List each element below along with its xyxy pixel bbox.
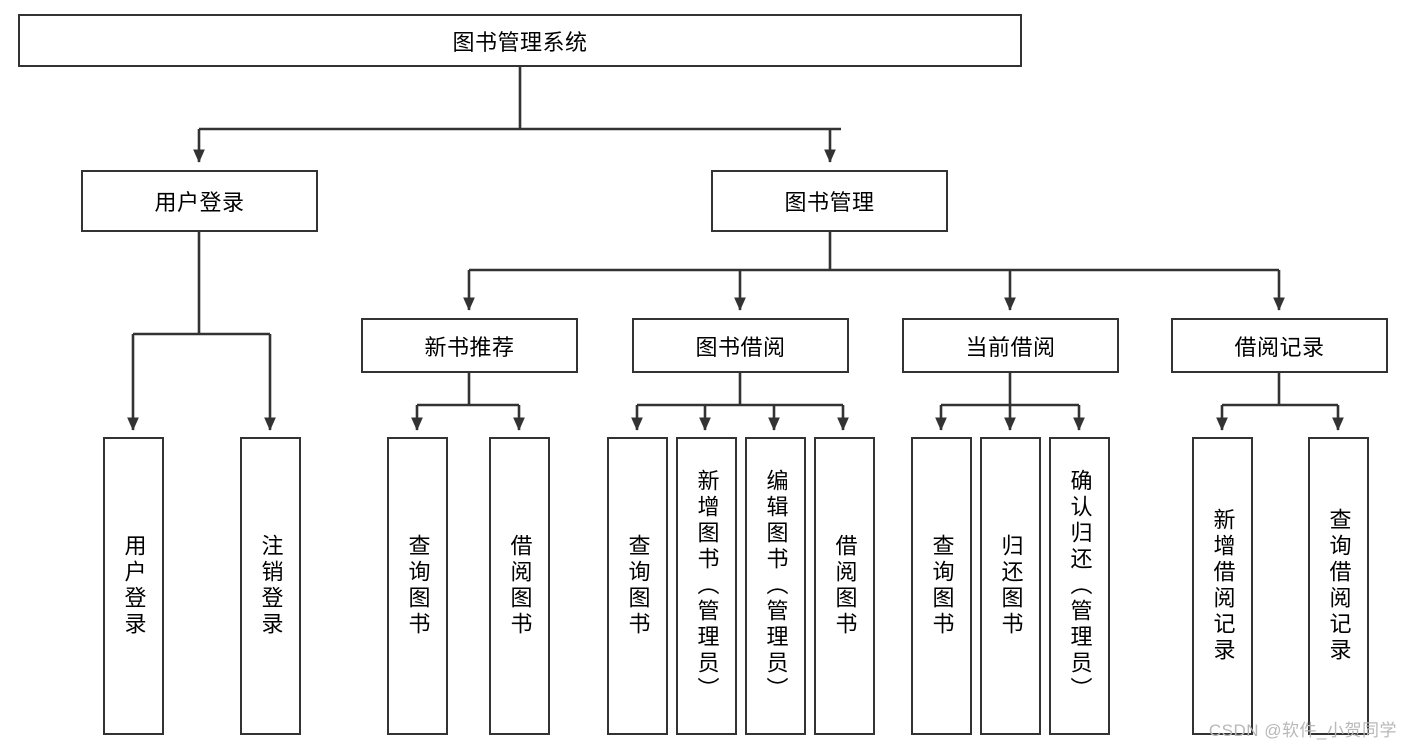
node-label: 归还图书 xyxy=(998,534,1024,638)
node-label: 借阅记录 xyxy=(1234,334,1325,360)
node-book-borrowing[interactable]: 图书借阅 xyxy=(632,318,849,373)
node-new-book-recommendation[interactable]: 新书推荐 xyxy=(361,318,578,373)
node-label: 查询借阅记录 xyxy=(1326,508,1352,664)
node-label: 图书管理 xyxy=(784,190,875,215)
node-label: 确认归还（管理员） xyxy=(1067,469,1093,703)
node-label: 新增借阅记录 xyxy=(1210,508,1236,664)
leaf-logout[interactable]: 注销登录 xyxy=(240,437,301,735)
node-root-book-management-system[interactable]: 图书管理系统 xyxy=(18,14,1022,67)
node-label: 当前借阅 xyxy=(965,334,1056,360)
watermark-text: CSDN @软件_小贺同学 xyxy=(1208,721,1397,740)
node-label: 新增图书（管理员） xyxy=(694,469,720,703)
node-label: 用户登录 xyxy=(121,534,147,638)
leaf-query-books-current[interactable]: 查询图书 xyxy=(911,437,972,735)
node-label: 图书借阅 xyxy=(695,334,786,360)
node-user-login[interactable]: 用户登录 xyxy=(81,170,318,232)
node-current-borrowing[interactable]: 当前借阅 xyxy=(902,318,1119,373)
leaf-add-borrowing-record[interactable]: 新增借阅记录 xyxy=(1192,437,1253,735)
leaf-add-book-admin[interactable]: 新增图书（管理员） xyxy=(676,437,737,735)
leaf-borrow-books[interactable]: 借阅图书 xyxy=(814,437,875,735)
leaf-query-borrowing-record[interactable]: 查询借阅记录 xyxy=(1308,437,1369,735)
node-label: 新书推荐 xyxy=(424,334,515,360)
node-borrowing-records[interactable]: 借阅记录 xyxy=(1171,318,1388,373)
node-label: 编辑图书（管理员） xyxy=(763,469,789,703)
node-label: 查询图书 xyxy=(929,534,955,638)
leaf-edit-book-admin[interactable]: 编辑图书（管理员） xyxy=(745,437,806,735)
node-label: 查询图书 xyxy=(405,534,431,638)
leaf-user-login[interactable]: 用户登录 xyxy=(103,437,164,735)
node-label: 注销登录 xyxy=(258,534,284,638)
leaf-query-books-borrow[interactable]: 查询图书 xyxy=(607,437,668,735)
leaf-query-books-recommend[interactable]: 查询图书 xyxy=(387,437,448,735)
leaf-return-books[interactable]: 归还图书 xyxy=(980,437,1041,735)
node-label: 查询图书 xyxy=(625,534,651,638)
node-book-management[interactable]: 图书管理 xyxy=(711,170,948,232)
node-label: 借阅图书 xyxy=(832,534,858,638)
node-label: 用户登录 xyxy=(154,190,245,215)
leaf-confirm-return-admin[interactable]: 确认归还（管理员） xyxy=(1049,437,1110,735)
leaf-borrow-books-recommend[interactable]: 借阅图书 xyxy=(489,437,550,735)
node-label: 借阅图书 xyxy=(507,534,533,638)
node-label: 图书管理系统 xyxy=(452,29,588,55)
